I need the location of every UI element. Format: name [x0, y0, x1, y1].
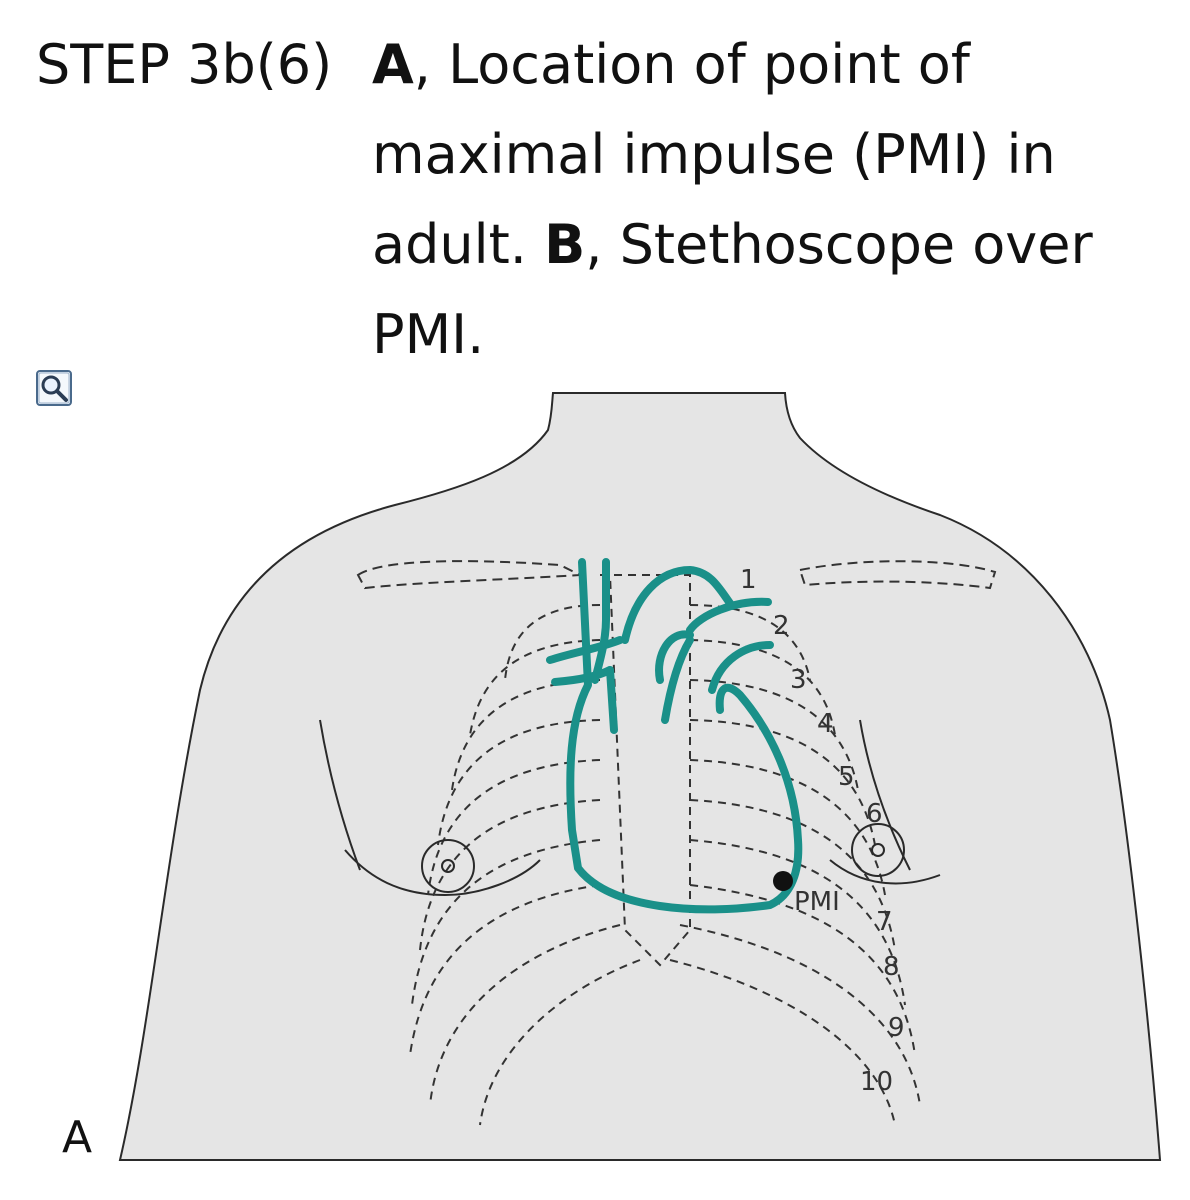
step-label: STEP 3b(6) — [36, 33, 333, 96]
caption-part-b-text: , Stethoscope over PMI. — [372, 213, 1093, 366]
caption-part-a-text: , Location of point of maximal impulse (… — [372, 33, 1056, 276]
torso-outline — [118, 392, 1162, 1161]
rib-number-6: 6 — [866, 799, 883, 829]
left-nipple-icon — [421, 839, 475, 893]
pmi-dot — [773, 871, 793, 891]
caption-part-b-letter: B — [544, 213, 586, 276]
rib-number-5: 5 — [838, 762, 855, 792]
pmi-label: PMI — [794, 887, 840, 917]
heart-outline — [546, 558, 803, 914]
left-pectoral-line — [344, 849, 541, 897]
rib-number-3: 3 — [790, 665, 807, 695]
right-nipple-icon — [851, 823, 905, 877]
rib-number-8: 8 — [883, 952, 900, 982]
rib-number-10: 10 — [860, 1067, 893, 1097]
magnifier-icon[interactable] — [36, 370, 72, 406]
caption-part-a-letter: A — [372, 33, 414, 96]
left-arm-line — [319, 719, 361, 871]
figure-caption: A, Location of point of maximal impulse … — [372, 20, 1162, 380]
right-pectoral-line — [829, 859, 941, 885]
rib-number-7: 7 — [876, 907, 893, 937]
rib-number-4: 4 — [817, 709, 834, 739]
rib-number-9: 9 — [888, 1013, 905, 1043]
panel-letter: A — [62, 1112, 93, 1163]
right-clavicle — [798, 560, 997, 590]
rib-number-2: 2 — [773, 611, 790, 641]
chest-diagram: PMI 1 2 3 4 5 6 7 8 9 10 — [118, 392, 1162, 1161]
rib-numbers: 1 2 3 4 5 6 7 8 9 10 — [740, 565, 905, 1097]
rib-number-1: 1 — [740, 565, 757, 595]
